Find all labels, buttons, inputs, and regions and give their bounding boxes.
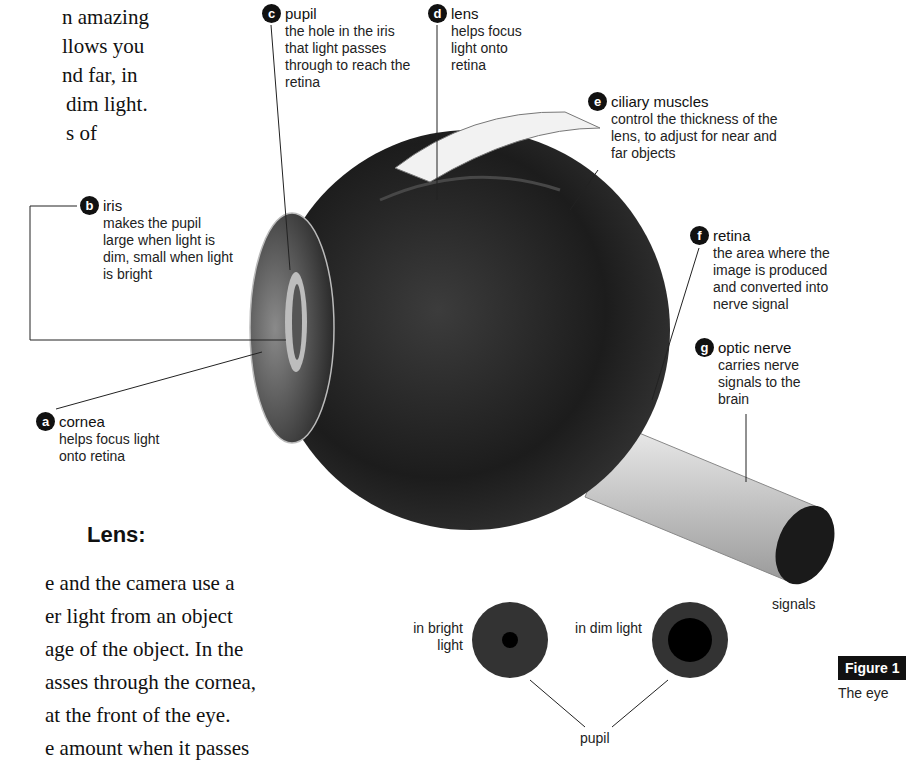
figure-number: Figure 1 — [838, 656, 906, 680]
figure-caption: The eye — [838, 685, 906, 702]
cornea-shape — [250, 213, 334, 443]
leader-line — [652, 248, 699, 400]
part-description: makes the pupil large when light is dim,… — [103, 215, 235, 283]
body-text: s of — [66, 120, 97, 146]
body-text: dim light. — [66, 91, 148, 117]
part-description: carries nerve signals to the brain — [718, 357, 826, 408]
body-text: e amount when it passes — [45, 735, 249, 761]
part-label: pupil — [580, 730, 610, 747]
callout: cpupilthe hole in the iris that light pa… — [262, 4, 417, 91]
section-heading: Lens: — [87, 522, 146, 548]
part-name: cornea — [59, 412, 177, 431]
small-pupil — [502, 632, 518, 648]
leader-line — [30, 206, 286, 340]
body-text: nd far, in — [62, 62, 138, 88]
nerve-end — [764, 497, 845, 593]
callout-letter: c — [262, 4, 281, 23]
callout: acorneahelps focus light onto retina — [36, 412, 177, 465]
part-description: helps focus light onto retina — [451, 23, 543, 74]
leader-line — [56, 352, 262, 409]
body-text: at the front of the eye. — [45, 702, 230, 728]
leader-line — [437, 25, 438, 200]
body-text: asses through the cornea, — [45, 669, 256, 695]
ciliary-muscle-band — [395, 112, 600, 182]
callout: dlenshelps focus light onto retina — [428, 4, 543, 74]
callout-letter: g — [695, 338, 714, 357]
part-name: optic nerve — [718, 338, 826, 357]
body-text: n amazing — [62, 4, 149, 30]
callout-letter: e — [588, 92, 607, 111]
leader-line — [530, 680, 585, 727]
callout: fretinathe area where the image is produ… — [690, 226, 849, 313]
part-name: pupil — [285, 4, 417, 23]
callout: goptic nervecarries nerve signals to the… — [695, 338, 826, 408]
eye-front-dim — [652, 602, 728, 678]
part-description: the area where the image is produced and… — [713, 245, 849, 313]
body-text: llows you — [62, 33, 144, 59]
pupil-shape — [292, 284, 302, 360]
body-text: e and the camera use a — [45, 570, 234, 596]
callout: eciliary musclescontrol the thickness of… — [588, 92, 789, 162]
body-text: er light from an object — [45, 603, 233, 629]
part-description: helps focus light onto retina — [59, 431, 177, 465]
large-pupil — [668, 618, 712, 662]
part-label: signals — [772, 596, 816, 613]
part-name: iris — [103, 196, 235, 215]
part-description: the hole in the iris that light passes t… — [285, 23, 417, 91]
leader-line — [746, 414, 747, 482]
part-name: ciliary muscles — [611, 92, 789, 111]
part-description: control the thickness of the lens, to ad… — [611, 111, 789, 162]
leader-line — [570, 170, 598, 210]
leader-line — [612, 680, 668, 727]
part-label: in dim light — [570, 620, 642, 637]
callout: birismakes the pupil large when light is… — [80, 196, 235, 283]
part-name: lens — [451, 4, 543, 23]
figure-label: Figure 1 The eye — [838, 656, 906, 702]
eye-front-bright — [472, 602, 548, 678]
callout-letter: f — [690, 226, 709, 245]
part-label: in bright light — [385, 620, 463, 654]
callout-letter: a — [36, 412, 55, 431]
callout-letter: b — [80, 196, 99, 215]
part-name: retina — [713, 226, 849, 245]
eyeball-shading — [380, 177, 560, 200]
iris-shape — [285, 272, 307, 372]
body-text: age of the object. In the — [45, 636, 243, 662]
callout-letter: d — [428, 4, 447, 23]
